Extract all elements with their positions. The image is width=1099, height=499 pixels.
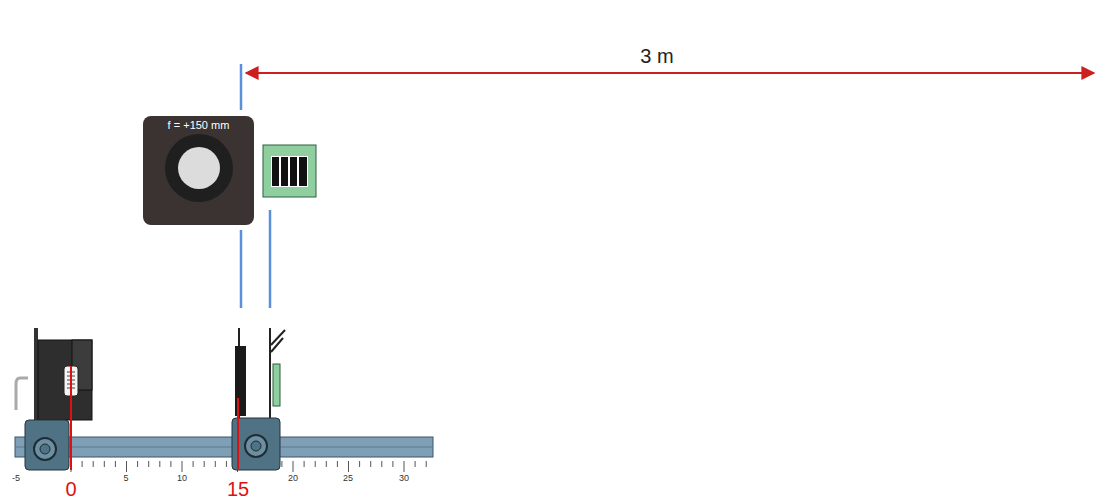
slide-icon	[263, 145, 316, 197]
lens-holder-icon: f = +150 mm	[143, 116, 254, 225]
position-label: 15	[227, 479, 249, 499]
scale-number: 20	[288, 474, 298, 483]
scale-ticks	[27, 461, 427, 472]
scale-number: 25	[343, 474, 353, 483]
scale-number: 30	[399, 474, 409, 483]
dimension-label: 3 m	[640, 46, 673, 66]
scale-number: 5	[123, 474, 128, 483]
scale-number: 10	[177, 474, 187, 483]
optical-rail	[15, 437, 433, 457]
position-label: 0	[65, 479, 76, 499]
light-source	[16, 328, 92, 470]
position-marker	[237, 398, 239, 470]
scale-number: -5	[12, 474, 20, 483]
dimension-arrow	[246, 72, 1094, 74]
component-holders	[232, 328, 285, 470]
lens-symbol	[143, 116, 254, 225]
position-marker	[70, 366, 72, 470]
focal-length-label: f = +150 mm	[143, 116, 254, 131]
